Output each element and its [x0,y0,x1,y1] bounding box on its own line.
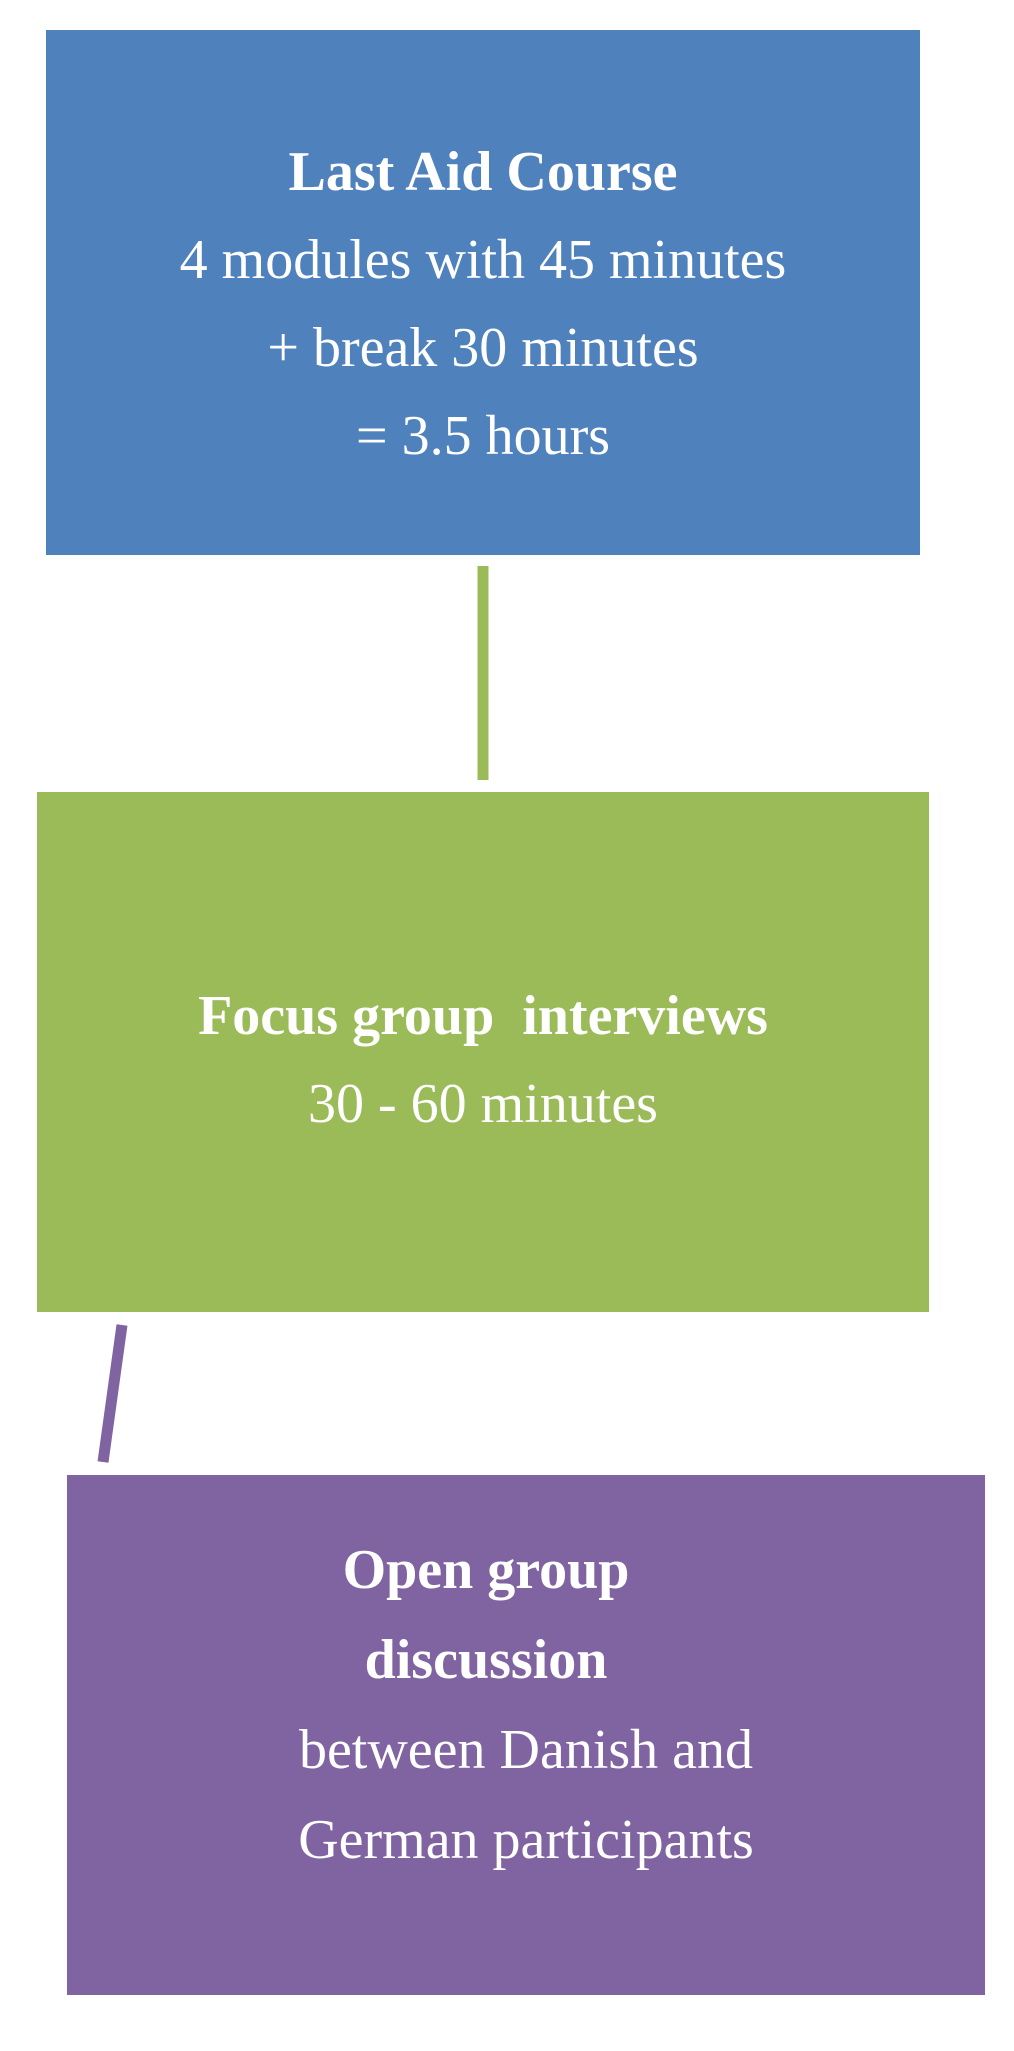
box-open-group-discussion: Open group discussion between Danish and… [67,1475,985,1995]
box-title: discussion [364,1629,608,1691]
box-focus-group-interviews: Focus group interviews 30 - 60 minutes [37,792,929,1312]
box-line: 4 modules with 45 minutes [179,229,787,291]
box-title: Focus group interviews [198,985,768,1047]
box-line: 30 - 60 minutes [308,1073,658,1135]
box-title: Open group [342,1539,630,1601]
box-line: = 3.5 hours [355,405,611,467]
box-line: German participants [298,1809,754,1871]
box-last-aid-course: Last Aid Course 4 modules with 45 minute… [46,30,920,555]
box-line: + break 30 minutes [267,317,699,379]
box-title: Last Aid Course [288,141,678,203]
box-line: between Danish and [298,1719,754,1781]
connector-focus-to-discussion [97,1324,128,1463]
